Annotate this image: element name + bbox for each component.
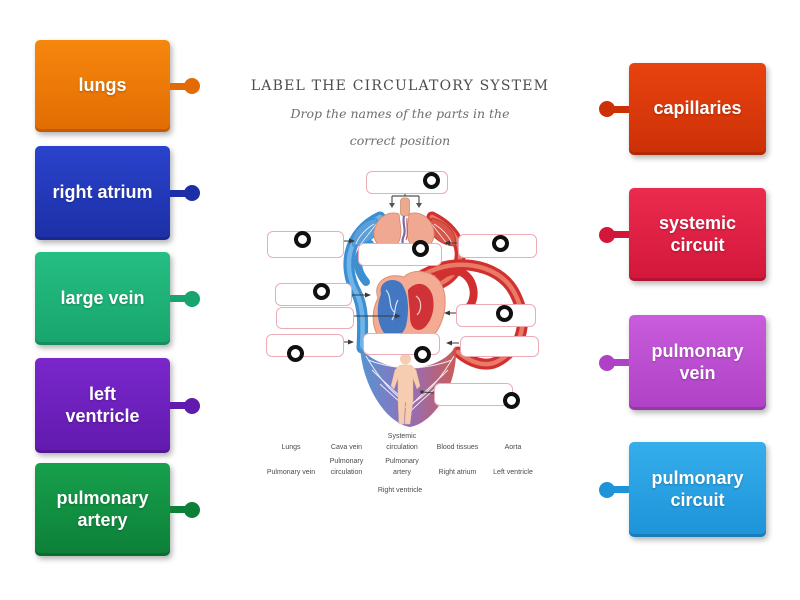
connector-knob — [599, 354, 615, 371]
heart-illustration — [372, 270, 446, 348]
answer-box-left-3 — [276, 307, 354, 329]
connector-knob — [184, 501, 200, 518]
connector-knob — [184, 185, 200, 201]
answer-box-bottom — [434, 383, 513, 406]
word-bank-item: Blood tissues — [436, 443, 479, 451]
worksheet-subtitle-line1: Drop the names of the parts in the — [290, 106, 510, 121]
connector-stem — [170, 82, 188, 90]
label-pulmonary-artery[interactable]: pulmonary artery — [35, 463, 200, 556]
connector-stem — [170, 295, 188, 302]
word-bank-item: Left ventricle — [493, 468, 533, 476]
lungs-illustration — [351, 197, 457, 254]
label-lungs[interactable]: lungs — [35, 40, 200, 132]
drop-target-body-right[interactable] — [503, 392, 520, 409]
label-text: systemic circuit — [658, 213, 737, 255]
word-bank-item: Lungs — [281, 443, 301, 451]
word-bank-item: Pulmonary artery — [385, 458, 419, 476]
drop-target-lungs-top[interactable] — [423, 172, 440, 189]
label-systemic-circuit[interactable]: systemic circuit — [599, 188, 766, 281]
label-text: capillaries — [653, 98, 742, 119]
word-bank-item: Systemic circulation — [386, 433, 418, 451]
connector-knob — [184, 78, 200, 94]
connector-knob — [599, 226, 615, 243]
word-bank-item: Right ventricle — [377, 487, 423, 494]
connector-stem — [611, 231, 629, 238]
label-pulmonary-circuit[interactable]: pulmonary circuit — [599, 442, 766, 537]
connector-stem — [611, 486, 629, 493]
drop-target-mid-right[interactable] — [496, 305, 513, 322]
label-text: left ventricle — [65, 384, 140, 426]
connector-stem — [611, 359, 629, 366]
label-left-ventricle[interactable]: left ventricle — [35, 358, 200, 453]
connector-knob — [184, 397, 200, 414]
worksheet-title: LABEL THE CIRCULATORY SYSTEM — [250, 78, 550, 94]
answer-box-left-4 — [266, 334, 344, 357]
drop-target-upper-right[interactable] — [492, 235, 509, 252]
word-bank-row-1: Lungs Cava vein Systemic circulation Blo… — [266, 432, 538, 453]
drop-target-lungs-center[interactable] — [412, 240, 429, 257]
connector-stem — [611, 105, 629, 113]
drop-target-body-center[interactable] — [414, 346, 431, 363]
word-bank-item: Pulmonary circulation — [329, 458, 364, 476]
word-bank-item: Right atrium — [438, 468, 477, 476]
word-bank-item: Cava vein — [330, 443, 363, 451]
label-right-atrium[interactable]: right atrium — [35, 146, 200, 240]
word-bank-item: Pulmonary vein — [266, 468, 316, 476]
body-illustration — [390, 353, 421, 425]
answer-box-center-1 — [358, 243, 442, 266]
connector-stem — [170, 506, 188, 513]
circulatory-diagram — [342, 191, 528, 427]
label-text: pulmonary vein — [651, 341, 744, 383]
label-text: lungs — [78, 75, 127, 96]
label-pulmonary-vein[interactable]: pulmonary vein — [599, 315, 766, 410]
answer-box-right-3 — [460, 336, 539, 357]
connector-stem — [170, 402, 188, 409]
connector-knob — [599, 101, 615, 117]
connector-knob — [184, 290, 200, 307]
connector-knob — [599, 481, 615, 498]
drop-target-lower-left[interactable] — [287, 345, 304, 362]
drop-target-mid-left[interactable] — [313, 283, 330, 300]
label-text: large vein — [60, 287, 145, 308]
word-bank-item: Aorta — [504, 443, 522, 451]
label-large-vein[interactable]: large vein — [35, 252, 200, 345]
word-bank-row-3: Right ventricle — [372, 486, 428, 497]
label-capillaries[interactable]: capillaries — [599, 63, 766, 155]
label-text: pulmonary artery — [56, 488, 149, 530]
worksheet-subtitle-line2: correct position — [349, 133, 451, 148]
word-bank-row-2: Pulmonary vein Pulmonary circulation Pul… — [266, 457, 538, 478]
label-text: pulmonary circuit — [651, 468, 744, 510]
connector-stem — [170, 189, 188, 197]
label-text: right atrium — [52, 182, 153, 203]
drop-target-upper-left[interactable] — [294, 231, 311, 248]
